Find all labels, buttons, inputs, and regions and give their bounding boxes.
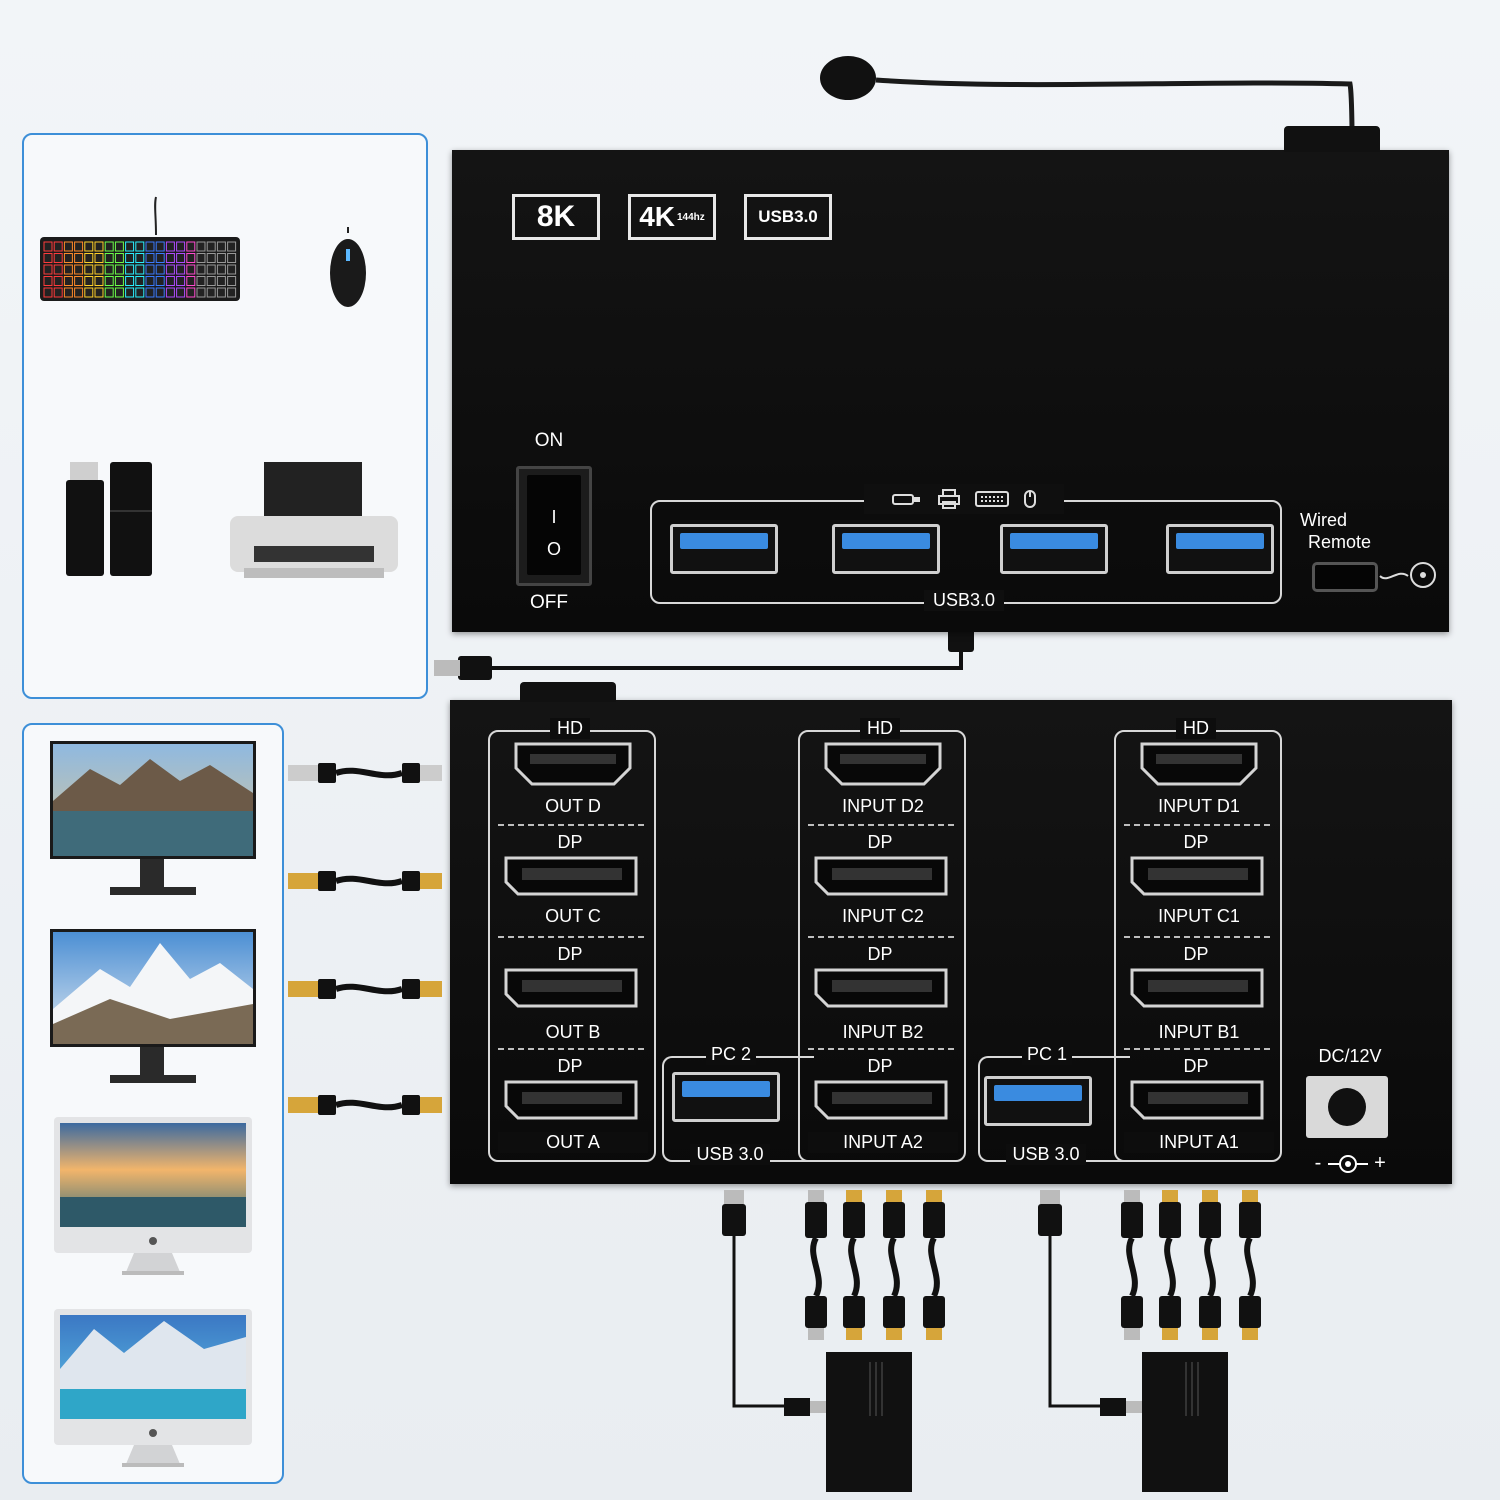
imac-icon bbox=[54, 1117, 252, 1275]
port-divider bbox=[498, 1048, 644, 1050]
dp-label: DP bbox=[557, 944, 583, 964]
pc-label: PC 1 bbox=[1022, 1044, 1072, 1065]
usb-hub-label: USB3.0 bbox=[924, 590, 1004, 611]
dp-label: DP bbox=[867, 1056, 893, 1076]
dp-port-label: INPUT A1 bbox=[1124, 1132, 1274, 1153]
badge-4k-144hz: 4K 144hz bbox=[628, 194, 716, 240]
dp-port-label: INPUT C2 bbox=[842, 906, 924, 926]
dp-port-label: INPUT B2 bbox=[842, 1022, 924, 1042]
display-cables bbox=[288, 763, 442, 1115]
dp-label: DP bbox=[1183, 832, 1209, 852]
wired-remote-label-1: Wired bbox=[1300, 510, 1348, 530]
dc-polarity-plus: + bbox=[1374, 1152, 1386, 1174]
dp-port-label: INPUT C1 bbox=[1158, 906, 1240, 926]
dp-label: DP bbox=[1183, 1056, 1209, 1076]
dc-polarity-icon bbox=[1328, 1155, 1368, 1173]
usb-port-3[interactable] bbox=[1000, 524, 1108, 574]
dp-port-label: OUT A bbox=[498, 1132, 648, 1153]
remote-symbol-icon bbox=[1379, 562, 1436, 588]
wired-remote-label-2: Remote bbox=[1308, 532, 1372, 552]
hdmi-port[interactable] bbox=[822, 740, 944, 786]
hd-label: HD bbox=[550, 718, 590, 739]
usb-port-1[interactable] bbox=[670, 524, 778, 574]
dp-port-label: OUT B bbox=[545, 1022, 601, 1042]
displayport-port[interactable] bbox=[812, 854, 950, 898]
displayport-port[interactable] bbox=[812, 966, 950, 1010]
pc-label: PC 2 bbox=[706, 1044, 756, 1065]
imac-icon bbox=[54, 1309, 252, 1467]
displayport-port[interactable] bbox=[1128, 854, 1266, 898]
monitor-icon bbox=[50, 929, 256, 1083]
dp-port-label: INPUT B1 bbox=[1158, 1022, 1240, 1042]
port-divider bbox=[1124, 824, 1270, 826]
keyboard-icon bbox=[975, 491, 1009, 507]
displayport-port[interactable] bbox=[502, 1078, 640, 1122]
usb-port-2[interactable] bbox=[832, 524, 940, 574]
displayport-port[interactable] bbox=[812, 1078, 950, 1122]
badge-usb30: USB3.0 bbox=[744, 194, 832, 240]
dp-port-label: INPUT A2 bbox=[808, 1132, 958, 1153]
hd-label: HD bbox=[1176, 718, 1216, 739]
dp-label: DP bbox=[557, 1056, 583, 1076]
dp-label: DP bbox=[867, 944, 893, 964]
pc-usb-label: USB 3.0 bbox=[690, 1144, 770, 1165]
kvm-front-panel: 8K 4K 144hz USB3.0 ON I O OFF USB3.0 Wir… bbox=[452, 126, 1449, 632]
port-divider bbox=[1124, 1048, 1270, 1050]
port-divider bbox=[498, 936, 644, 938]
back-panel-tab bbox=[520, 682, 616, 702]
power-switch[interactable]: I O bbox=[516, 466, 592, 586]
printer-icon bbox=[938, 489, 960, 509]
monitors-panel bbox=[22, 723, 284, 1484]
dc-polarity-minus: - bbox=[1314, 1152, 1322, 1174]
pc2-usb-port[interactable] bbox=[672, 1072, 780, 1122]
displayport-port[interactable] bbox=[502, 966, 640, 1010]
power-off-label: OFF bbox=[530, 592, 568, 613]
port-divider bbox=[808, 936, 954, 938]
hd-port-label: INPUT D2 bbox=[842, 796, 924, 816]
hd-port-label: INPUT D1 bbox=[1158, 796, 1240, 816]
kvm-back-panel: HD OUT D DP OUT C DP OUT B DP OUT A HD INPUT D2 DP… bbox=[450, 682, 1452, 1184]
dp-label: DP bbox=[867, 832, 893, 852]
usb-drive-icon bbox=[66, 462, 152, 576]
dc-label: DC/12V bbox=[1318, 1046, 1382, 1066]
dc-jack-hole bbox=[1328, 1088, 1366, 1126]
displayport-port[interactable] bbox=[1128, 1078, 1266, 1122]
peripherals-panel bbox=[22, 133, 428, 699]
switch-on-mark: I bbox=[551, 507, 557, 527]
pc1-usb-port[interactable] bbox=[984, 1076, 1092, 1126]
dp-label: DP bbox=[1183, 944, 1209, 964]
badge-144hz-text: 144hz bbox=[677, 211, 705, 223]
keyboard-icon bbox=[40, 196, 240, 301]
power-on-label: ON bbox=[534, 430, 564, 451]
remote-mount bbox=[1284, 126, 1380, 152]
badge-8k: 8K bbox=[512, 194, 600, 240]
hdmi-port[interactable] bbox=[512, 740, 634, 786]
dp-label: DP bbox=[557, 832, 583, 852]
port-divider bbox=[808, 824, 954, 826]
monitor-icon bbox=[50, 741, 256, 895]
dc-jack[interactable] bbox=[1306, 1076, 1388, 1138]
wired-remote-port[interactable] bbox=[1312, 562, 1378, 592]
switch-off-mark: O bbox=[546, 539, 561, 559]
dp-port-label: OUT C bbox=[545, 906, 601, 926]
mouse-icon bbox=[1024, 490, 1036, 508]
port-divider bbox=[498, 824, 644, 826]
hd-label: HD bbox=[860, 718, 900, 739]
badge-4k-text: 4K bbox=[639, 201, 675, 232]
pc-usb-label: USB 3.0 bbox=[1006, 1144, 1086, 1165]
hd-port-label: OUT D bbox=[545, 796, 601, 816]
usb-stick-icon bbox=[892, 494, 920, 505]
pc-cables bbox=[722, 1190, 1261, 1492]
usb-icons-strip bbox=[864, 484, 1064, 514]
printer-icon bbox=[230, 462, 398, 578]
port-divider bbox=[808, 1048, 954, 1050]
usb-port-4[interactable] bbox=[1166, 524, 1274, 574]
port-divider bbox=[1124, 936, 1270, 938]
mouse-icon bbox=[330, 227, 366, 307]
switch-rocker bbox=[527, 475, 581, 575]
displayport-port[interactable] bbox=[502, 854, 640, 898]
displayport-port[interactable] bbox=[1128, 966, 1266, 1010]
hdmi-port[interactable] bbox=[1138, 740, 1260, 786]
